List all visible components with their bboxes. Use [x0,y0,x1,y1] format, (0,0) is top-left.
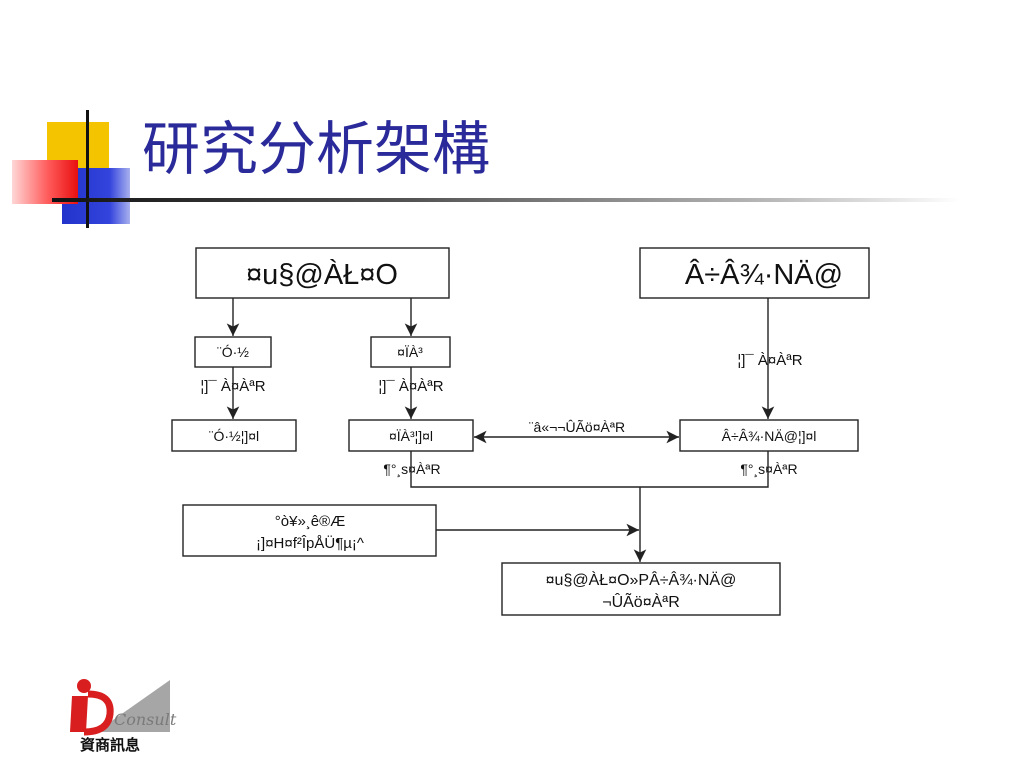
label-stepwise-right: ¶°¸s¤ÀªR [740,461,797,477]
node-mid-mid: ¤ÏÀ³¦]¤l [348,419,474,452]
node-bottom-result-line1: ¤u§@ÀŁ¤O»PÂ÷Â¾·NÄ@ [546,570,737,589]
node-top-left: ¤u§@ÀŁ¤O [195,247,450,299]
label-factor-analysis-right: ¦]¯ À¤ÀªR [737,352,802,369]
node-sub-mid: ¤ÏÀ³ [370,336,451,368]
logo-chinese-text: 資商訊息 [80,736,141,754]
logo-graphic [70,679,170,736]
title-ornament-vertical-line [86,110,89,228]
node-mid-left-label: ¨Ó·½¦]¤l [209,428,259,444]
title-underline [52,198,960,202]
node-mid-right: Â÷Â¾·NÄ@¦]¤l [679,419,859,452]
node-mid-right-label: Â÷Â¾·NÄ@¦]¤l [722,428,817,444]
title-ornament-red-bar [12,160,78,204]
node-sub-left-label: ¨Ó·½ [217,344,249,360]
node-top-left-label: ¤u§@ÀŁ¤O [246,258,398,291]
company-logo: Consult 資商訊息 [66,676,176,754]
node-top-right-label: Â÷Â¾·NÄ@ [685,258,843,291]
label-correlation-analysis: ¨â«¬¬ÛÃö¤ÀªR [529,419,625,435]
node-sub-mid-label: ¤ÏÀ³ [397,344,423,360]
node-bottom-result-line2: ¬ÛÃö¤ÀªR [602,591,680,611]
logo-brand-text: Consult [114,710,177,729]
node-bottom-result: ¤u§@ÀŁ¤O»PÂ÷Â¾·NÄ@ ¬ÛÃö¤ÀªR [501,562,781,616]
node-basic-info-line1: °ò¥»¸ê®Æ [275,513,345,530]
node-top-right: Â÷Â¾·NÄ@ [639,247,870,299]
node-basic-info: °ò¥»¸ê®Æ ¡]¤H¤f²Î­pÅÜ¶µ¡^ [182,504,437,557]
node-sub-left: ¨Ó·½ [194,336,272,368]
connector-bracket-stepwise [410,451,769,488]
node-basic-info-line2: ¡]¤H¤f²Î­pÅÜ¶µ¡^ [256,534,364,552]
slide-title: 研究分析架構 [142,115,491,183]
node-mid-mid-label: ¤ÏÀ³¦]¤l [389,428,433,444]
label-stepwise-mid: ¶°¸s¤ÀªR [383,461,440,477]
node-mid-left: ¨Ó·½¦]¤l [171,419,297,452]
